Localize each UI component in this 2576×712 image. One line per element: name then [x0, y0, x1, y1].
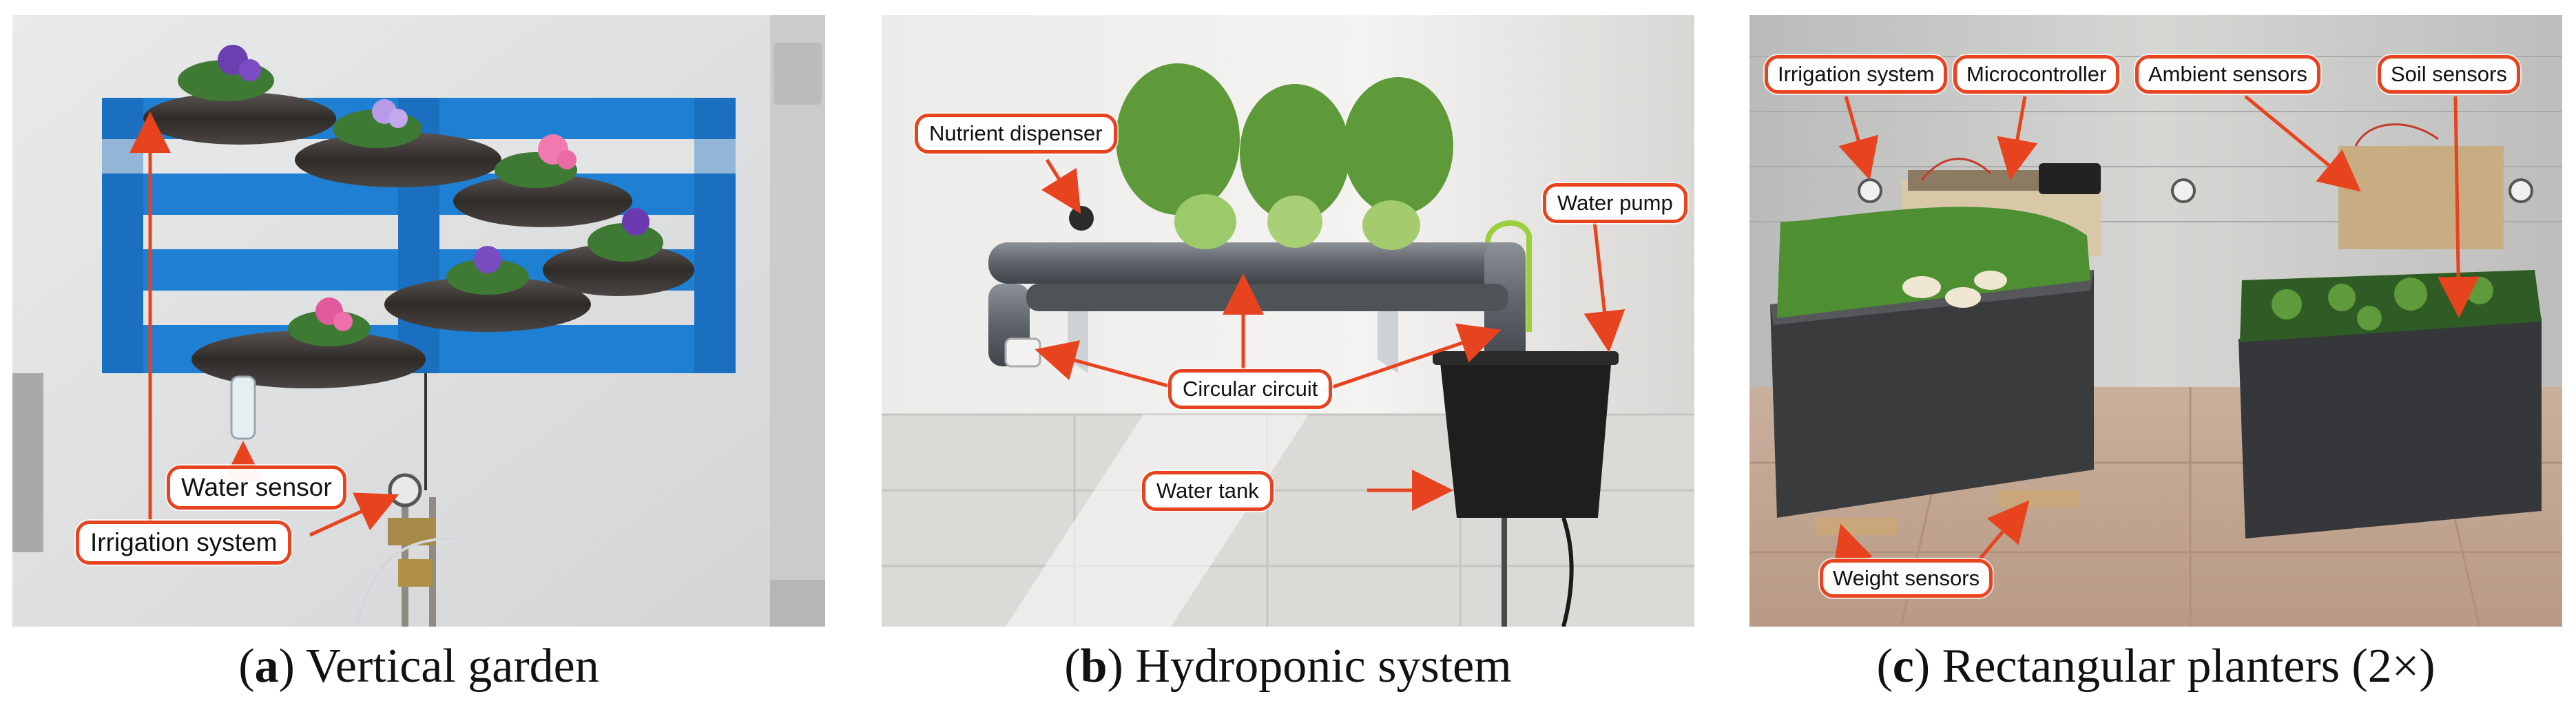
- photo-rectangular-planters: [1749, 15, 2562, 627]
- caption-b: (b) Hydroponic system: [1064, 640, 1512, 693]
- label-microcontroller: Microcontroller: [1953, 55, 2120, 94]
- caption-c: (c) Rectangular planters (2×): [1876, 640, 2435, 693]
- label-water-tank: Water tank: [1142, 471, 1274, 511]
- panel-rectangular-planters: Irrigation system Microcontroller Ambien…: [1749, 15, 2562, 627]
- label-water-pump: Water pump: [1543, 183, 1687, 223]
- photo-vertical-garden: [12, 15, 825, 627]
- label-soil-sensors: Soil sensors: [2378, 55, 2520, 94]
- label-circular-circuit: Circular circuit: [1168, 369, 1333, 409]
- label-weight-sensors: Weight sensors: [1820, 559, 1993, 598]
- photo-hydroponic-system: [882, 15, 1694, 627]
- panel-vertical-garden: Water sensor Irrigation system: [12, 15, 825, 627]
- label-irrigation-system-a: Irrigation system: [76, 521, 292, 565]
- label-irrigation-system-c: Irrigation system: [1765, 55, 1948, 94]
- label-nutrient-dispenser: Nutrient dispenser: [915, 114, 1117, 154]
- panel-hydroponic-system: Nutrient dispenser Water pump Circular c…: [882, 15, 1694, 627]
- label-ambient-sensors: Ambient sensors: [2135, 55, 2320, 94]
- caption-a: (a) Vertical garden: [238, 640, 599, 693]
- label-water-sensor: Water sensor: [167, 465, 346, 510]
